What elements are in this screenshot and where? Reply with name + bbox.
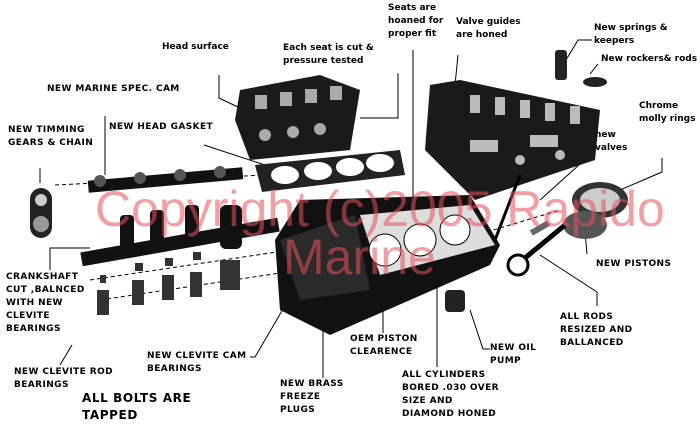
leader-rockers bbox=[589, 63, 599, 75]
engine-block-icon bbox=[275, 195, 500, 335]
leader-crank bbox=[49, 247, 90, 270]
leader-valve-guides bbox=[454, 54, 459, 86]
oil-pump-icon bbox=[445, 290, 465, 312]
label-head-surface: Head surface bbox=[162, 42, 229, 52]
label-head-gasket: NEW HEAD GASKET bbox=[109, 122, 214, 132]
connecting-rod-icon bbox=[506, 223, 567, 277]
piston-icon bbox=[563, 182, 628, 239]
head-gasket-icon bbox=[255, 150, 405, 192]
label-rockers: New rockers& rods bbox=[601, 54, 698, 64]
watermark-line-1: Copyright (c)2005 Rapido bbox=[95, 181, 665, 237]
timing-chain-icon bbox=[30, 188, 52, 238]
bearing-caps-icon bbox=[97, 252, 240, 315]
leader-rods bbox=[539, 254, 598, 306]
watermark-line-2: Marine bbox=[283, 229, 436, 285]
label-pistons: NEW PISTONS bbox=[596, 259, 672, 269]
cylinder-head-right-icon bbox=[425, 80, 600, 200]
label-seat-cut: Each seat is cut &pressure tested bbox=[283, 43, 374, 66]
leader-oil-pump bbox=[469, 309, 490, 350]
leader-chrome bbox=[619, 158, 663, 191]
cylinder-head-left-icon bbox=[235, 75, 360, 160]
leader-head-surface bbox=[218, 75, 241, 109]
leader-rod-bearings bbox=[59, 344, 73, 366]
valve-spring-icon bbox=[555, 50, 607, 87]
crankshaft-icon bbox=[80, 205, 280, 267]
camshaft-icon bbox=[87, 166, 244, 193]
leader-gasket bbox=[203, 144, 266, 166]
piston-pin-icon bbox=[529, 220, 551, 236]
valve-icon bbox=[493, 174, 522, 241]
leader-seat-cut bbox=[360, 73, 399, 119]
label-marine-cam: NEW MARINE SPEC. CAM bbox=[47, 84, 180, 94]
label-springs: New springs &keepers bbox=[594, 23, 668, 46]
